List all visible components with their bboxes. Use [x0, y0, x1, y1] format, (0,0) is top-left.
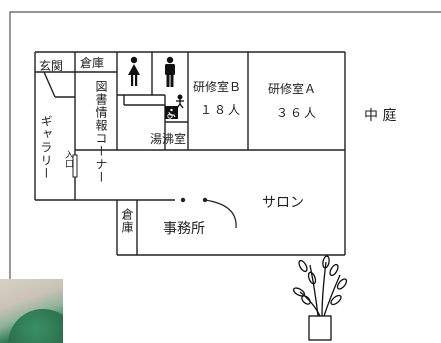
- office-door-arc: [204, 199, 237, 229]
- room-training-b: 研修室Ｂ: [193, 80, 242, 94]
- entrance-label: 入口: [63, 150, 73, 168]
- room-souko-top: 倉庫: [80, 56, 105, 70]
- room-office: 事務所: [163, 221, 205, 237]
- room-training-b-capacity: １８人: [200, 103, 243, 117]
- door-hinge-dot: [202, 197, 208, 203]
- room-training-a: 研修室Ａ: [268, 82, 317, 96]
- entrance-door: [72, 154, 78, 178]
- door-hinge-dot: [180, 197, 186, 203]
- building-outline: [9, 11, 441, 343]
- room-salon: サロン: [262, 195, 304, 211]
- courtyard-photo: [0, 279, 63, 343]
- male-restroom-icon: [165, 56, 175, 87]
- room-library: 図書情報コーナー: [94, 80, 108, 184]
- baby-changing-icon: [176, 94, 184, 109]
- female-restroom-icon: [128, 56, 140, 86]
- room-genkan: 玄関: [39, 59, 64, 73]
- room-kitchenette: 湯沸室: [150, 132, 187, 146]
- courtyard-label: 中 庭: [364, 108, 397, 124]
- wheelchair-icon: [165, 106, 178, 119]
- walls: [34, 51, 346, 256]
- room-souko-bottom: 倉庫: [120, 208, 134, 234]
- room-gallery: ギャラリー: [39, 115, 53, 180]
- plant-icon: [292, 255, 348, 341]
- room-training-a-capacity: ３６人: [276, 106, 319, 120]
